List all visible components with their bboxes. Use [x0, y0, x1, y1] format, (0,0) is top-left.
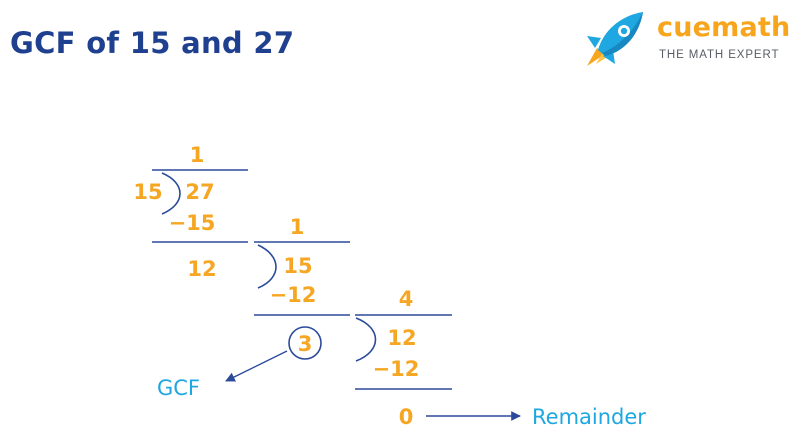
cuemath-logo[interactable]: cuemath THE MATH EXPERT — [583, 8, 793, 70]
step1-divisor: 15 — [133, 180, 162, 204]
step3-subtract: −12 — [373, 357, 420, 381]
step1-subtract: −15 — [169, 211, 216, 235]
brand-tagline: THE MATH EXPERT — [659, 49, 780, 61]
step2-subtract: −12 — [270, 283, 317, 307]
step2-dividend: 15 — [283, 254, 312, 278]
gcf-label: GCF — [157, 376, 200, 400]
step3-remainder: 0 — [399, 405, 414, 429]
step2-division-bracket — [257, 244, 277, 289]
step3-division-bracket — [355, 317, 377, 362]
step1-quotient: 1 — [190, 143, 205, 167]
step1-division-bracket — [161, 172, 181, 215]
step3-dividend: 12 — [387, 326, 416, 350]
remainder-label: Remainder — [532, 405, 646, 429]
rocket-icon — [587, 12, 643, 66]
step1-dividend: 27 — [185, 180, 214, 204]
step3-quotient: 4 — [399, 287, 414, 311]
step2-remainder: 3 — [298, 332, 313, 356]
gcf-arrow — [225, 350, 288, 382]
gcf-circle — [288, 326, 322, 360]
step1-remainder: 12 — [187, 257, 216, 281]
page-title: GCF of 15 and 27 — [10, 26, 295, 60]
brand-name: cuemath — [657, 12, 791, 43]
step2-quotient: 1 — [290, 215, 305, 239]
